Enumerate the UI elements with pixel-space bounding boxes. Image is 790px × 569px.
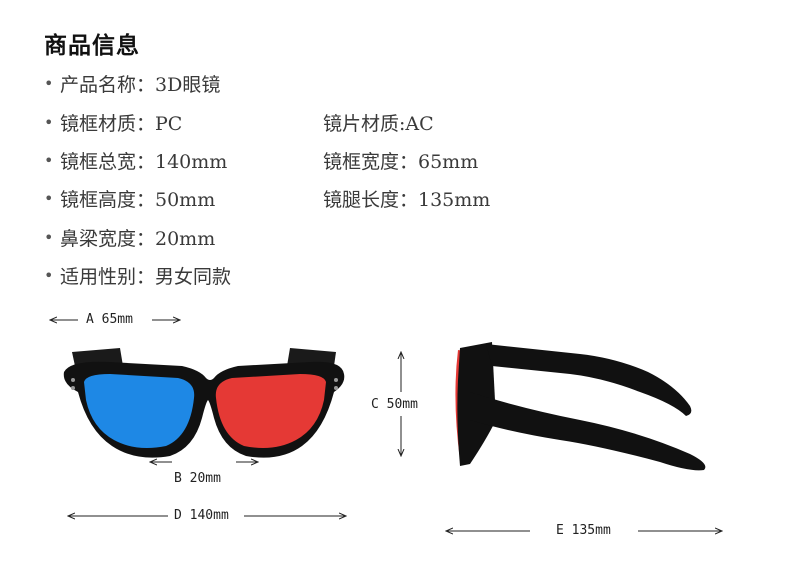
spec-bridge-width: 鼻梁宽度：20mm [60,228,216,250]
dimension-a-label: A 65mm [86,312,133,327]
bullet: • [44,151,54,170]
spec-lens-material: 镜片材质:AC [323,113,434,135]
spec-gender: 适用性别：男女同款 [60,266,232,288]
glasses-side-view [455,342,706,471]
bullet: • [44,113,54,132]
spec-frame-total-width: 镜框总宽：140mm [60,151,228,173]
dimension-c-label: C 50mm [371,397,418,412]
spec-frame-material: 镜框材质：PC [60,113,183,135]
bullet: • [44,74,54,93]
dimension-b-label: B 20mm [174,471,221,486]
bullet: • [44,189,54,208]
bullet: • [44,266,54,285]
bullet: • [44,228,54,247]
spec-frame-height: 镜框高度：50mm [60,189,216,211]
dimension-d-label: D 140mm [174,508,229,523]
section-title: 商品信息 [44,33,140,59]
glasses-front-view [63,348,345,458]
spec-frame-width: 镜框宽度：65mm [323,151,479,173]
spec-temple-length: 镜腿长度：135mm [323,189,491,211]
spec-product-name: 产品名称：3D眼镜 [60,74,221,96]
dimension-e-label: E 135mm [556,523,611,538]
